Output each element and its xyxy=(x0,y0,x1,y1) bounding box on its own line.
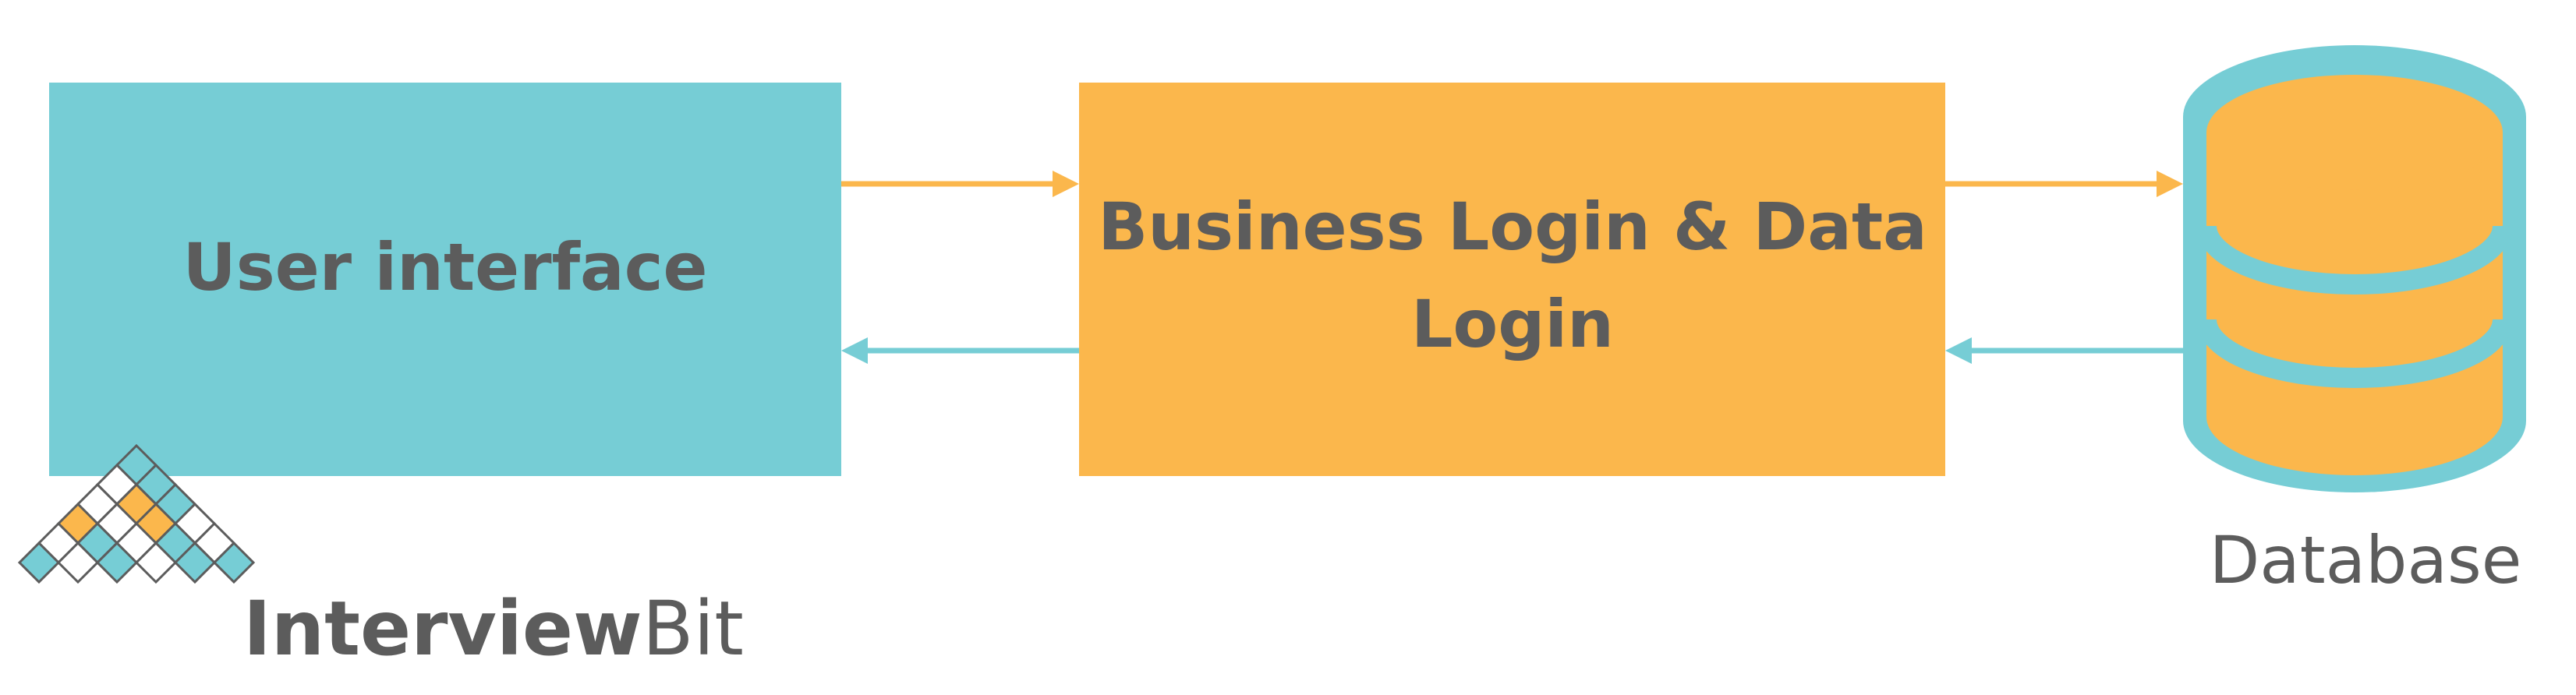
arrow-logic-to-ui xyxy=(841,337,1079,364)
database-band-2 xyxy=(2196,319,2513,388)
database-body xyxy=(2206,132,2503,475)
arrow-db-to-logic xyxy=(1945,337,2183,364)
arrow-logic-to-db xyxy=(1945,171,2183,197)
logo-diamond-cell xyxy=(134,541,178,584)
user-interface-box xyxy=(49,83,841,476)
database-top xyxy=(2206,75,2503,190)
database-label: Database xyxy=(2210,522,2522,598)
arrowhead-left-icon xyxy=(1945,337,1972,364)
business-logic-node: Business Login & Data Login xyxy=(1079,83,1945,476)
arrow-ui-to-logic xyxy=(841,171,1079,197)
brand-name-suffix: Bit xyxy=(642,585,744,672)
business-logic-label-line2: Login xyxy=(1411,286,1614,362)
diamond-grid-icon xyxy=(17,443,256,584)
logo-diamond-cell xyxy=(56,541,100,584)
logo-diamond-cell xyxy=(95,541,139,584)
business-logic-label-line1: Business Login & Data xyxy=(1098,189,1927,265)
user-interface-node: User interface xyxy=(49,83,841,476)
arrowhead-right-icon xyxy=(1053,171,1079,197)
user-interface-label: User interface xyxy=(183,229,708,305)
logo-diamond-cell xyxy=(173,541,217,584)
logo-diamond-cell xyxy=(212,541,256,584)
brand-name-main: Interview xyxy=(243,585,642,672)
database-icon xyxy=(2183,45,2526,492)
interviewbit-logo: InterviewBit xyxy=(17,443,744,672)
brand-wordmark: InterviewBit xyxy=(243,585,744,672)
arrowhead-left-icon xyxy=(841,337,868,364)
logo-diamond-cell xyxy=(17,541,61,584)
business-logic-box xyxy=(1079,83,1945,476)
database-band-1 xyxy=(2196,225,2513,295)
arrowhead-right-icon xyxy=(2157,171,2183,197)
